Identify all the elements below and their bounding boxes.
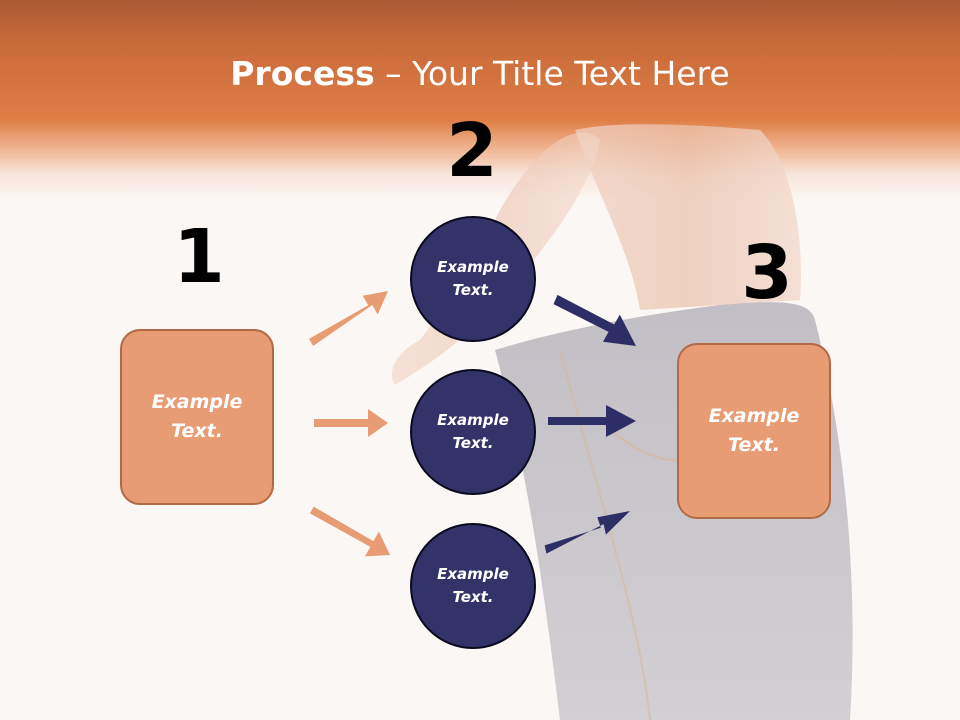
- step-1-box-line1: Example: [151, 391, 243, 413]
- title-rest: – Your Title Text Here: [374, 54, 730, 93]
- arrow-navy-right: [548, 405, 636, 437]
- circle-2-line2: Text.: [452, 434, 494, 452]
- step-number-1: 1: [173, 214, 225, 300]
- jeans-seam: [559, 349, 651, 720]
- circle-3-line1: Example: [437, 565, 509, 583]
- title-strong: Process: [230, 54, 375, 93]
- arrow-orange-down: [310, 506, 390, 557]
- arrow-orange-up: [309, 291, 388, 346]
- circle-1-line1: Example: [437, 258, 509, 276]
- arrow-orange-right: [314, 409, 388, 437]
- circle-2-line1: Example: [437, 411, 509, 429]
- step-3-box-line2: Text.: [728, 434, 780, 456]
- header-band: [0, 0, 960, 200]
- torso-shape: [575, 124, 801, 310]
- arrow-navy-up: [544, 511, 630, 554]
- circle-3-line2: Text.: [452, 588, 494, 606]
- step-number-3: 3: [741, 230, 793, 316]
- step-number-2: 2: [446, 108, 498, 194]
- slide-title: Process – Your Title Text Here: [0, 54, 960, 94]
- step-3-box-line1: Example: [708, 405, 800, 427]
- arrow-navy-down: [553, 294, 636, 346]
- circle-1-line2: Text.: [452, 281, 494, 299]
- step-1-box-line2: Text.: [171, 420, 223, 442]
